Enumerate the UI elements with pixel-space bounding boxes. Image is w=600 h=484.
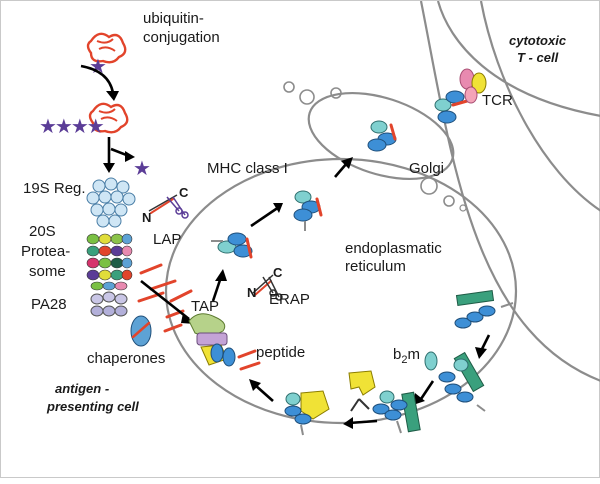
arrow-loading-to-tap [254, 384, 274, 402]
proteasome-label-line2: some [29, 263, 66, 280]
chaperone-protein [130, 315, 152, 347]
b2m-label: b2m [393, 346, 420, 366]
arrow-to-er-exit [250, 205, 280, 228]
arrowhead [106, 91, 119, 101]
pa28-label: PA28 [31, 296, 67, 313]
vesicle [330, 87, 342, 99]
proteasome-20s [86, 233, 133, 291]
er-label-line1: endoplasmatic [345, 240, 442, 257]
arrowhead [475, 347, 487, 359]
polyubiquitin-chain-icon: ★★★★ [39, 116, 104, 138]
pa28-activator [90, 291, 128, 317]
arrow-to-golgi [334, 162, 348, 178]
arrowhead [249, 379, 261, 391]
golgi-membrane [307, 91, 455, 181]
arrowhead [341, 157, 353, 169]
b2m-free [424, 351, 438, 371]
mhc-class-i-exiting [293, 190, 323, 231]
conjugation-label: conjugation [143, 29, 220, 46]
reg19s-label: 19S Reg. [23, 180, 86, 197]
erap-c-terminus-label: C [273, 265, 283, 280]
arrow-to-tap [140, 279, 190, 321]
ubiquitin-star-icon: ★ [89, 56, 107, 78]
lap-label: LAP [153, 231, 181, 248]
regulator-19s [86, 177, 136, 228]
calnexin-mhc-complex [372, 390, 421, 434]
erap-n-terminus-label: N [247, 285, 256, 300]
arrow-b2m-binding [419, 380, 435, 400]
apc-label-line1: antigen - [55, 381, 109, 396]
mhc-class-label: MHC class I [207, 160, 288, 177]
tcr-label: TCR [482, 92, 513, 109]
arrowhead [215, 269, 227, 281]
erap-scissors-icon [252, 274, 283, 301]
lap-c-terminus-label: C [179, 185, 189, 200]
ubiquitin-label: ubiquitin- [143, 10, 204, 27]
peptide [149, 279, 177, 291]
released-ubiquitin-star-icon: ★ [133, 158, 151, 180]
mhc-class-i-golgi [367, 120, 397, 152]
apc-label-line2: presenting cell [46, 399, 139, 414]
tap-transporter [188, 313, 236, 367]
calreticulin [348, 370, 376, 412]
vesicle [420, 177, 438, 195]
substrate-protein [86, 32, 127, 64]
chaperones-label: chaperones [87, 350, 165, 367]
erap-label: ERAP [269, 291, 310, 308]
tap-label: TAP [191, 298, 219, 315]
proteasome-label-line1: Protea- [21, 243, 70, 260]
vesicle [283, 81, 295, 93]
arrowhead [343, 417, 353, 429]
peptide [237, 349, 257, 359]
mhc-class-i-surface [434, 90, 469, 124]
lap-scissors-icon [148, 194, 189, 219]
peptide-label: peptide [256, 344, 305, 361]
peptide [139, 263, 163, 275]
proteasome-20s-label: 20S [29, 223, 56, 240]
vesicle [299, 89, 315, 105]
golgi-label: Golgi [409, 160, 444, 177]
arrowhead [103, 163, 115, 173]
t-cell-receptor [459, 68, 487, 104]
calnexin-mhc-heavy-chain [454, 289, 514, 329]
calnexin-mhc-b2m [438, 351, 486, 412]
vesicle [459, 204, 467, 212]
arrow-ubiquitination [80, 64, 115, 94]
tcell-label-line1: cytotoxic [509, 33, 567, 48]
er-label-line2: reticulum [345, 258, 406, 275]
peptide [239, 361, 261, 371]
arrowhead [413, 393, 425, 405]
arrow-loading-complex [348, 419, 378, 425]
tcell-label-line2: T - cell [517, 50, 559, 65]
apc-plasma-membrane [479, 0, 600, 212]
peptide [163, 323, 183, 333]
vesicle [443, 195, 455, 207]
ubiquitinated-substrate [88, 102, 129, 134]
apc-membrane-inner [419, 0, 600, 382]
peptide [169, 289, 193, 303]
mhc-class-i-loaded [211, 232, 253, 259]
peptide-loading-complex [284, 390, 330, 436]
arrowhead [273, 203, 283, 213]
arrowhead [125, 151, 135, 162]
lap-n-terminus-label: N [142, 210, 151, 225]
tcell-membrane [436, 0, 600, 117]
